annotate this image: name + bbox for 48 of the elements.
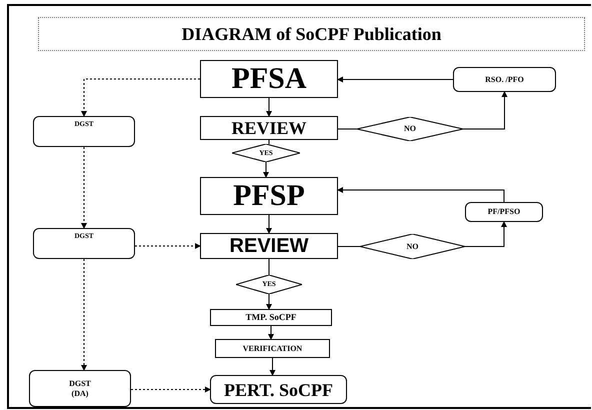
decision-diamond: [232, 144, 300, 162]
process-box: [200, 177, 338, 215]
node-label: NO: [404, 125, 416, 133]
arrow: [268, 326, 274, 340]
connector-line: [268, 258, 270, 276]
arrow: [337, 187, 504, 202]
arrow: [266, 98, 272, 117]
process-box: [215, 339, 330, 358]
node-label: PERT. SoCPF: [224, 380, 334, 398]
node-label: PF/PFSO: [488, 208, 520, 216]
arrow: [81, 258, 87, 371]
node-label: NO: [406, 242, 418, 250]
node-label: TMP. SoCPF: [246, 313, 296, 322]
arrow: [462, 91, 508, 130]
process-box: [29, 370, 131, 407]
arrow: [81, 78, 200, 117]
connector-line: [268, 140, 270, 144]
node-label: REVIEW: [231, 119, 306, 137]
arrow: [81, 146, 87, 229]
node-label: DGST (DA): [68, 378, 92, 398]
arrow: [130, 386, 211, 392]
arrow: [266, 214, 272, 234]
connector-line: [338, 246, 360, 247]
decision-diamond: [360, 234, 465, 259]
node-label: PFSA: [232, 64, 306, 94]
process-box: [210, 309, 332, 326]
node-label: RSO. /PFO: [485, 76, 524, 84]
decision-diamond: [236, 275, 302, 294]
process-box: [210, 375, 347, 404]
arrow: [134, 243, 201, 249]
arrow: [266, 294, 272, 310]
process-box: [200, 233, 338, 259]
arrow: [464, 221, 507, 247]
process-box: [465, 202, 543, 222]
arrow: [263, 162, 269, 178]
arrow: [270, 358, 276, 376]
diagram-title: DIAGRAM of SoCPF Publication: [182, 22, 442, 46]
node-label: VERIFICATION: [242, 344, 302, 352]
decision-diamond: [357, 117, 463, 141]
node-label: PFSP: [233, 181, 305, 211]
process-box: [33, 228, 135, 259]
node-label: REVIEW: [230, 236, 308, 256]
arrow: [337, 76, 454, 82]
connector-line: [338, 128, 358, 130]
process-box: [200, 116, 338, 140]
process-box: [33, 116, 135, 147]
process-box: [453, 67, 556, 92]
process-box: [200, 60, 338, 98]
